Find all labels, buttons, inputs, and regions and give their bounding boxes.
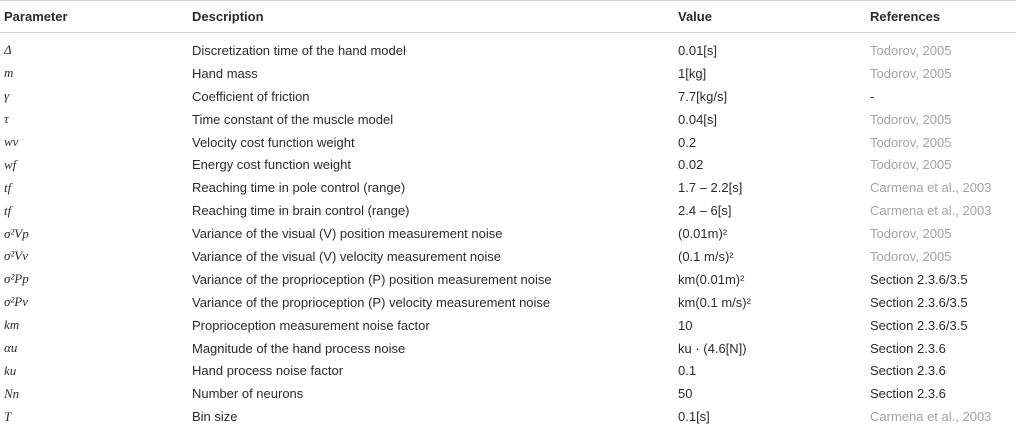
reference-cell: Carmena et al., 2003: [870, 180, 992, 196]
value-cell: 0.02: [678, 157, 704, 173]
table-row: γ Coefficient of friction 7.7[kg/s] -: [0, 85, 1016, 108]
description-cell: Coefficient of friction: [192, 88, 310, 104]
value-cell: 0.2: [678, 134, 697, 150]
parameter-cell: σ²Vp: [4, 225, 29, 241]
description-cell: Reaching time in pole control (range): [192, 180, 406, 196]
reference-cell: Todorov, 2005: [870, 111, 952, 127]
table-row: ku Hand process noise factor 0.1 Section 2.…: [0, 359, 1016, 382]
value-cell: 10: [678, 317, 693, 333]
parameter-cell: tf: [4, 179, 12, 195]
value-cell: (0.01m)²: [678, 226, 728, 242]
parameter-cell: τ: [4, 111, 9, 127]
value-cell: 1.7 – 2.2[s]: [678, 180, 743, 196]
description-cell: Number of neurons: [192, 386, 304, 402]
value-cell: km(0.01m)²: [678, 271, 745, 287]
description-cell: Time constant of the muscle model: [192, 111, 394, 127]
reference-cell: Todorov, 2005: [870, 157, 952, 173]
description-cell: Reaching time in brain control (range): [192, 203, 410, 219]
parameter-cell: m: [4, 65, 14, 81]
parameter-cell: ku: [4, 362, 17, 378]
table-row: τ Time constant of the muscle model 0.04[s…: [0, 108, 1016, 131]
description-cell: Proprioception measurement noise factor: [192, 317, 430, 333]
parameter-cell: γ: [4, 88, 10, 104]
header-parameter: Parameter: [0, 0, 192, 33]
table-row: m Hand mass 1[kg] Todorov, 2005: [0, 62, 1016, 85]
value-cell: ku · (4.6[N]): [678, 340, 747, 356]
parameter-cell: wv: [4, 134, 19, 149]
reference-cell: Section 2.3.6/3.5: [870, 317, 968, 333]
table-row: tf Reaching time in pole control (range) 1…: [0, 176, 1016, 199]
description-cell: Velocity cost function weight: [192, 134, 355, 150]
table-body: Δ Discretization time of the hand model 0.…: [0, 33, 1016, 429]
parameter-cell: Nn: [4, 385, 20, 401]
reference-cell: Carmena et al., 2003: [870, 203, 992, 219]
value-cell: 2.4 – 6[s]: [678, 203, 732, 219]
parameter-cell: σ²Pv: [4, 294, 29, 310]
description-cell: Hand mass: [192, 65, 258, 81]
table-row: σ²Pp Variance of the proprioception (P) p…: [0, 268, 1016, 291]
description-cell: Variance of the visual (V) velocity meas…: [192, 248, 502, 264]
description-cell: Variance of the visual (V) position meas…: [192, 226, 503, 242]
value-cell: 1[kg]: [678, 65, 707, 81]
parameter-cell: km: [4, 317, 20, 333]
reference-cell: Carmena et al., 2003: [870, 409, 992, 425]
value-cell: 0.01[s]: [678, 42, 718, 58]
description-cell: Variance of the proprioception (P) veloc…: [192, 294, 551, 310]
value-cell: 50: [678, 386, 693, 402]
value-cell: 0.1[s]: [678, 409, 710, 425]
reference-cell: Section 2.3.6: [870, 386, 946, 402]
table-row: Δ Discretization time of the hand model 0.…: [0, 39, 1016, 62]
header-value: Value: [678, 0, 870, 33]
reference-cell: Section 2.3.6/3.5: [870, 271, 968, 287]
parameter-cell: αu: [4, 340, 18, 356]
reference-cell: Section 2.3.6: [870, 340, 946, 356]
table-header-row: Parameter Description Value References: [0, 0, 1016, 33]
value-cell: 0.1: [678, 363, 697, 379]
table-row: tf Reaching time in brain control (range)…: [0, 199, 1016, 222]
parameter-cell: T: [4, 408, 12, 424]
parameter-cell: σ²Vv: [4, 248, 29, 264]
description-cell: Discretization time of the hand model: [192, 42, 406, 58]
table-row: wv Velocity cost function weight 0.2 Todoro…: [0, 131, 1016, 154]
description-cell: Magnitude of the hand process noise: [192, 340, 406, 356]
description-cell: Energy cost function weight: [192, 157, 351, 173]
table-row: km Proprioception measurement noise facto…: [0, 314, 1016, 337]
table-row: wf Energy cost function weight 0.02 Todorov…: [0, 153, 1016, 176]
value-cell: (0.1 m/s)²: [678, 248, 734, 264]
table-row: σ²Pv Variance of the proprioception (P) v…: [0, 291, 1016, 314]
reference-cell: Section 2.3.6: [870, 363, 946, 379]
header-description: Description: [192, 0, 678, 33]
description-cell: Variance of the proprioception (P) posit…: [192, 271, 552, 287]
table-row: σ²Vv Variance of the visual (V) velocity …: [0, 245, 1016, 268]
reference-cell: Todorov, 2005: [870, 65, 952, 81]
description-cell: Hand process noise factor: [192, 363, 344, 379]
table-row: Nn Number of neurons 50 Section 2.3.6: [0, 382, 1016, 405]
table-row: σ²Vp Variance of the visual (V) position …: [0, 222, 1016, 245]
reference-cell: Todorov, 2005: [870, 248, 952, 264]
reference-cell: Todorov, 2005: [870, 226, 952, 242]
parameter-cell: σ²Pp: [4, 271, 29, 287]
parameter-cell: Δ: [4, 42, 12, 58]
value-cell: 7.7[kg/s]: [678, 88, 728, 104]
reference-cell: Todorov, 2005: [870, 42, 952, 58]
header-references: References: [870, 0, 1016, 33]
table-row: T Bin size 0.1[s] Carmena et al., 2003: [0, 405, 1016, 428]
parameter-table: Parameter Description Value References Δ…: [0, 0, 1016, 429]
reference-cell: Todorov, 2005: [870, 134, 952, 150]
reference-cell: -: [870, 88, 875, 104]
value-cell: km(0.1 m/s)²: [678, 294, 751, 310]
table-row: αu Magnitude of the hand process noise ku …: [0, 337, 1016, 360]
reference-cell: Section 2.3.6/3.5: [870, 294, 968, 310]
parameter-cell: wf: [4, 156, 17, 172]
value-cell: 0.04[s]: [678, 111, 718, 127]
parameter-cell: tf: [4, 202, 12, 218]
description-cell: Bin size: [192, 409, 238, 425]
